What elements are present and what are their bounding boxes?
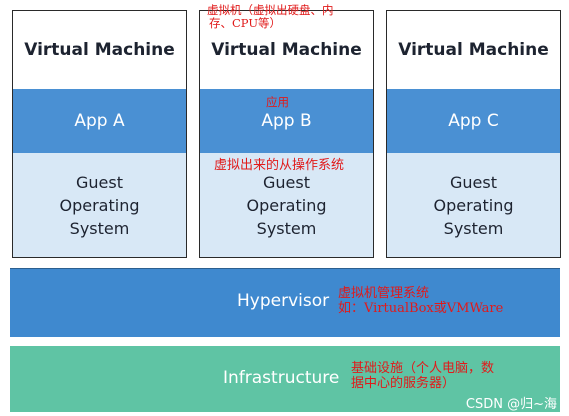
app-b: App B [200, 89, 373, 153]
vm-title-c: Virtual Machine [398, 40, 549, 60]
annotation-infrastructure-line1: 基础设施（个人电脑，数 [351, 361, 495, 376]
annotation-hypervisor: 虚拟机管理系统 如：VirtualBox或VMWare [338, 286, 503, 316]
vm-box-c: Virtual Machine App C Guest Operating Sy… [386, 10, 561, 258]
guest-os-c-line3: System [443, 218, 504, 238]
annotation-vm-line2: 存、CPU等） [209, 16, 282, 30]
annotation-vm: 虚拟机（虚拟出硬盘、内 存、CPU等） [207, 4, 334, 30]
vm-box-a: Virtual Machine App A Guest Operating Sy… [12, 10, 187, 258]
guest-os-c-line1: Guest [450, 172, 497, 192]
annotation-hypervisor-line2: 如：VirtualBox或VMWare [338, 301, 504, 316]
guest-os-c-line2: Operating [433, 195, 514, 215]
infrastructure-layer: Infrastructure [10, 346, 560, 412]
vm-title-a: Virtual Machine [24, 40, 175, 60]
guest-os-b-line3: System [256, 218, 317, 238]
annotation-hypervisor-line1: 虚拟机管理系统 [338, 286, 430, 301]
vm-title-b: Virtual Machine [211, 40, 362, 60]
hypervisor-layer: Hypervisor [10, 268, 560, 337]
csdn-watermark: CSDN @归~海 [465, 397, 557, 412]
app-a: App A [13, 89, 186, 153]
annotation-vm-line1: 虚拟机（虚拟出硬盘、内 [207, 3, 334, 17]
guest-os-b-line2: Operating [246, 195, 327, 215]
guest-os-a-line3: System [69, 218, 130, 238]
guest-os-b: Guest Operating System [200, 153, 373, 257]
annotation-app: 应用 [266, 95, 289, 109]
annotation-infrastructure: 基础设施（个人电脑，数 据中心的服务器） [351, 361, 494, 391]
annotation-guest-os: 虚拟出来的从操作系统 [214, 158, 345, 173]
vm-box-b: Virtual Machine App B Guest Operating Sy… [199, 10, 374, 258]
guest-os-b-line1: Guest [263, 172, 310, 192]
annotation-infrastructure-line2: 据中心的服务器） [351, 376, 456, 391]
guest-os-a-line1: Guest [76, 172, 123, 192]
app-c: App C [387, 89, 560, 153]
guest-os-c: Guest Operating System [387, 153, 560, 257]
infrastructure-label: Infrastructure [223, 368, 340, 388]
guest-os-a: Guest Operating System [13, 153, 186, 257]
hypervisor-label: Hypervisor [237, 291, 330, 311]
guest-os-a-line2: Operating [59, 195, 140, 215]
